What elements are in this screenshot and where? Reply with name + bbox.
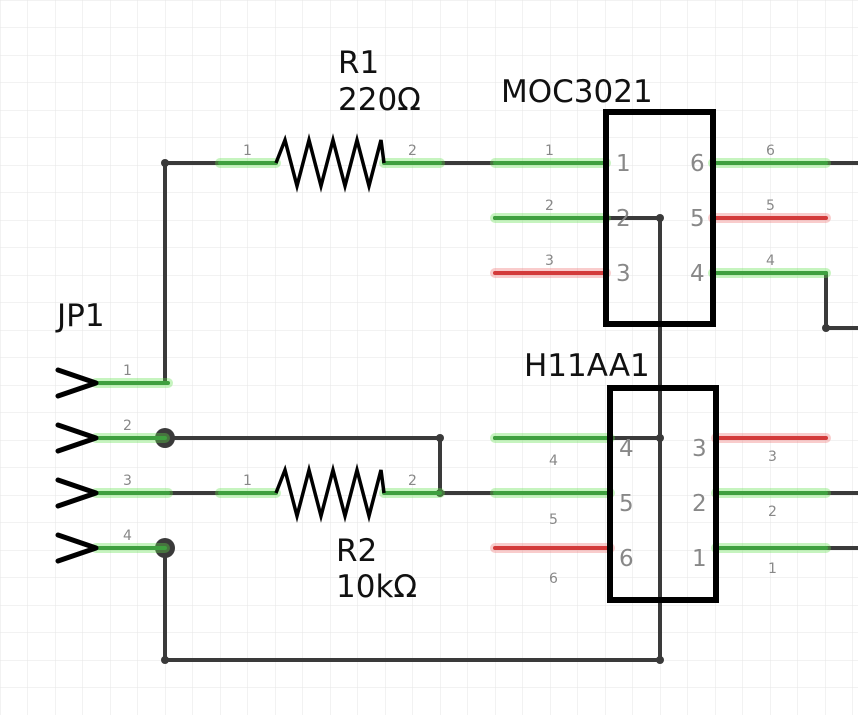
ic-h11aa1[interactable]: H11AA1 4 5 6 3 2 1 4 5 6 3 2 1 [490, 348, 831, 603]
moc3021-pin-label: 5 [690, 206, 705, 232]
r1-value-label: 220Ω [338, 82, 421, 118]
moc3021-pin-label: 2 [616, 206, 631, 232]
moc3021-pin-label: 1 [616, 151, 631, 177]
jp1-pin-chevron [55, 477, 99, 509]
jp1-pin-label: 3 [123, 473, 132, 489]
r1-ref-label: R1 [338, 45, 379, 81]
jp1-pin-label: 4 [123, 528, 132, 544]
junction-dot [822, 324, 830, 332]
h11aa1-lead-label: 5 [549, 512, 558, 528]
connector-jp1[interactable]: JP1 1 2 3 4 [55, 298, 173, 564]
moc3021-lead-label: 4 [766, 253, 775, 269]
r2-pin1-label: 1 [243, 473, 252, 489]
h11aa1-body [607, 385, 719, 603]
h11aa1-pin-label: 1 [692, 546, 707, 572]
h11aa1-lead-label: 3 [768, 449, 777, 465]
junction-dot [161, 159, 169, 167]
moc3021-lead-label: 6 [766, 143, 775, 159]
junctions [155, 159, 830, 664]
jp1-pin-chevron [55, 422, 99, 454]
resistor-r2[interactable]: 1 2 R2 10kΩ [215, 463, 445, 605]
h11aa1-lead-label: 6 [549, 571, 558, 587]
junction-dot [656, 434, 664, 442]
jp1-pin-chevron [55, 532, 99, 564]
jp1-pin-chevron [55, 367, 99, 399]
moc3021-pin-label: 3 [616, 261, 631, 287]
jp1-pin-label: 1 [123, 363, 132, 379]
moc3021-lead-label: 3 [545, 253, 554, 269]
r1-pin1-label: 1 [243, 143, 252, 159]
moc3021-lead-label: 2 [545, 198, 554, 214]
h11aa1-pin-label: 2 [692, 491, 707, 517]
moc3021-pin-label: 6 [690, 151, 705, 177]
r1-pin2-label: 2 [408, 143, 417, 159]
r2-pin2-label: 2 [408, 473, 417, 489]
r2-value-label: 10kΩ [336, 569, 417, 605]
moc3021-ref-label: MOC3021 [501, 74, 653, 110]
h11aa1-pin-label: 6 [619, 546, 634, 572]
junction-dot [656, 656, 664, 664]
jp1-ref-label: JP1 [55, 298, 105, 334]
h11aa1-pin-label: 3 [692, 436, 707, 462]
h11aa1-pin-label: 5 [619, 491, 634, 517]
junction-dot [161, 656, 169, 664]
h11aa1-lead-label: 4 [549, 453, 558, 469]
h11aa1-ref-label: H11AA1 [524, 348, 650, 384]
moc3021-pin-label: 4 [690, 261, 705, 287]
h11aa1-lead-label: 1 [768, 561, 777, 577]
moc3021-lead-label: 5 [766, 198, 775, 214]
junction-dot [436, 434, 444, 442]
ic-moc3021[interactable]: MOC3021 1 2 3 6 5 4 1 2 3 6 5 4 [490, 74, 831, 327]
moc3021-lead-label: 1 [545, 143, 554, 159]
r2-ref-label: R2 [336, 533, 377, 569]
resistor-r1[interactable]: 1 2 R1 220Ω [215, 45, 445, 193]
h11aa1-lead-label: 2 [768, 504, 777, 520]
moc3021-body [603, 109, 716, 327]
junction-dot [656, 214, 664, 222]
jp1-pin-label: 2 [123, 418, 132, 434]
h11aa1-pin-label: 4 [619, 436, 634, 462]
